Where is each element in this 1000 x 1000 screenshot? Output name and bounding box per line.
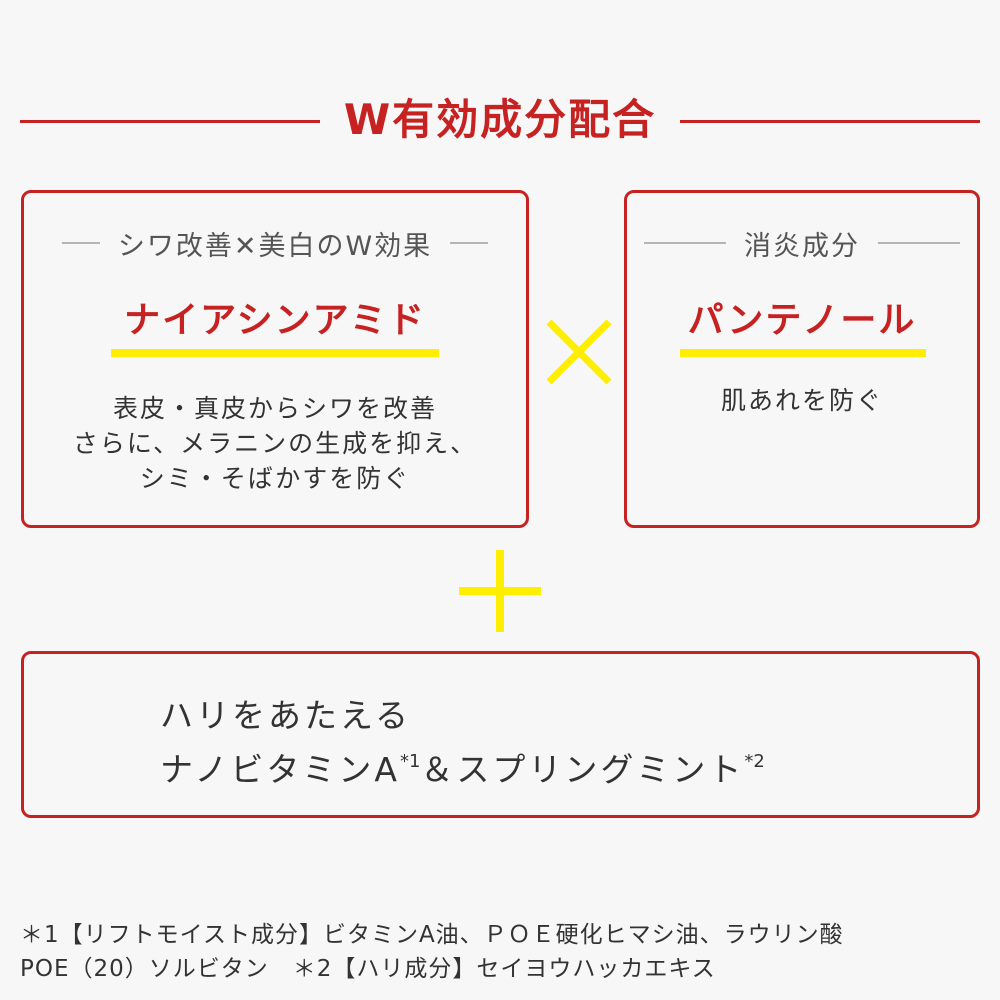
description-line: さらに、メラニンの生成を抑え、 xyxy=(72,429,478,458)
header-rule-left xyxy=(644,242,726,244)
card-header: 消炎成分 xyxy=(627,223,977,263)
spring-mint-label: ＆スプリングミント xyxy=(420,750,745,789)
card-header-label: 消炎成分 xyxy=(744,230,860,262)
ingredient-description: 表皮・真皮からシワを改善 さらに、メラニンの生成を抑え、 シミ・そばかすを防ぐ xyxy=(24,391,526,496)
additional-ingredients-text: ハリをあたえる ナノビタミンA*1＆スプリングミント*2 xyxy=(160,693,765,793)
title-rule-left xyxy=(20,120,320,123)
ingredient-highlight xyxy=(680,349,926,357)
footnote-ref-2: *2 xyxy=(744,751,765,772)
additional-line-1: ハリをあたえる xyxy=(160,696,412,735)
description-line: シミ・そばかすを防ぐ xyxy=(139,464,411,493)
title-rule-right xyxy=(680,120,980,123)
card-header-label: シワ改善✕美白のW効果 xyxy=(117,230,433,262)
ingredient-name: ナイアシンアミド xyxy=(124,300,426,341)
plus-icon xyxy=(459,550,541,632)
cross-icon xyxy=(546,319,612,385)
footnote-ref-1: *1 xyxy=(399,751,421,772)
ingredient-name: パンテノール xyxy=(687,300,917,341)
vitamin-a-label: ナノビタミンA xyxy=(160,750,400,789)
footnotes: ＊1【リフトモイスト成分】ビタミンA油、ＰＯＥ硬化ヒマシ油、ラウリン酸 POE（… xyxy=(20,918,844,986)
header-rule-right xyxy=(878,242,960,244)
footnote-line: ＊1【リフトモイスト成分】ビタミンA油、ＰＯＥ硬化ヒマシ油、ラウリン酸 xyxy=(20,922,844,948)
page-title: W有効成分配合 xyxy=(343,95,657,144)
ingredient-card-panthenol: 消炎成分 パンテノール 肌あれを防ぐ xyxy=(624,190,980,528)
description-line: 表皮・真皮からシワを改善 xyxy=(112,394,437,423)
additional-line-2: ナノビタミンA*1＆スプリングミント*2 xyxy=(160,739,765,793)
header-rule-left xyxy=(61,242,100,244)
card-header: シワ改善✕美白のW効果 xyxy=(24,223,526,263)
ingredient-highlight xyxy=(111,349,439,357)
ingredient-card-niacinamide: シワ改善✕美白のW効果 ナイアシンアミド 表皮・真皮からシワを改善 さらに、メラ… xyxy=(21,190,529,528)
additional-ingredients-card xyxy=(21,651,980,818)
footnote-line: POE（20）ソルビタン ＊2【ハリ成分】セイヨウハッカエキス xyxy=(20,956,716,982)
ingredient-description: 肌あれを防ぐ xyxy=(720,386,883,415)
header-rule-right xyxy=(450,242,489,244)
